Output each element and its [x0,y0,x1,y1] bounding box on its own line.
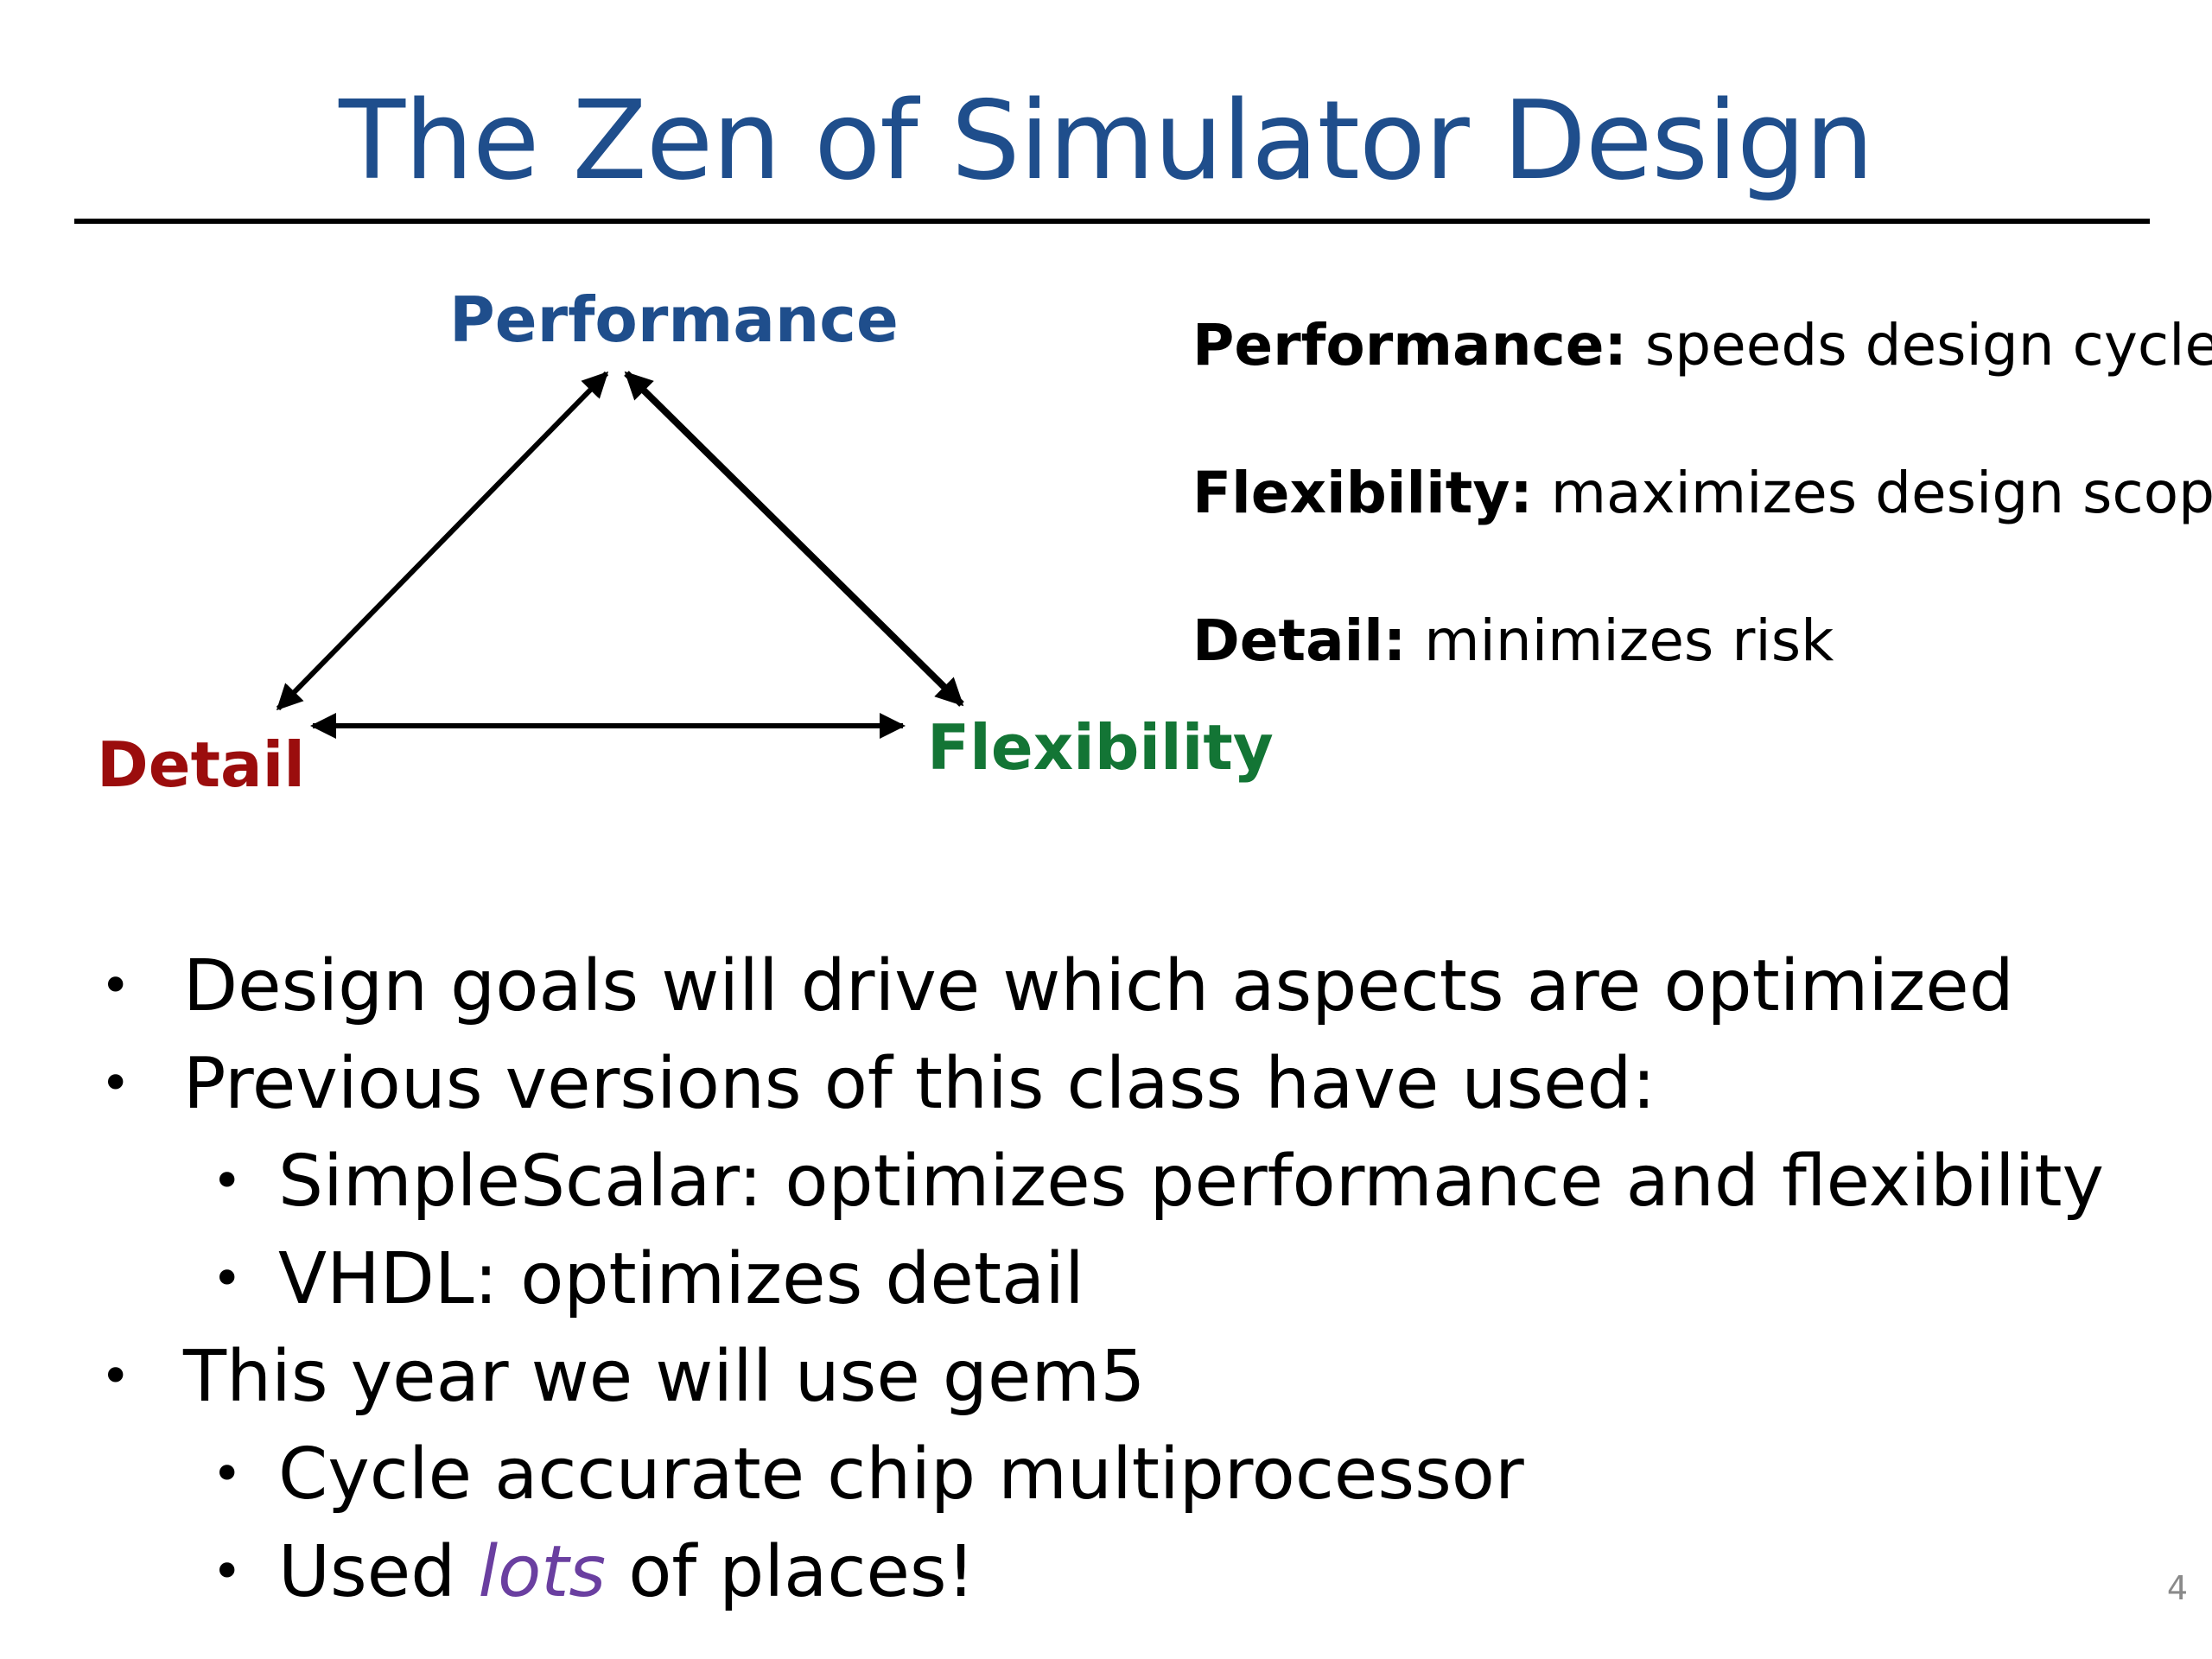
bullet-text: This year we will use gem5 [183,1336,1146,1418]
node-flexibility: Flexibility [927,711,1274,784]
arrow-performance-flexibility [624,371,964,707]
bullet-text: VHDL: optimizes detail [278,1238,1084,1320]
bullet-item: • This year we will use gem5 [95,1328,2169,1426]
sub-bullet-item: • Cycle accurate chip multiprocessor [95,1426,2169,1523]
bullet-glyph: • [212,1444,243,1504]
bullet-glyph: • [212,1249,243,1309]
bullet-text: Cycle accurate chip multiprocessor [278,1433,1524,1516]
slide-title: The Zen of Simulator Design [339,77,1874,204]
bullet-text-after: of places! [606,1531,976,1613]
definition-desc: minimizes risk [1406,607,1834,674]
definition-flexibility: Flexibility: maximizes design scope [1192,459,2212,528]
title-rule [74,219,2150,224]
bullet-item: • Previous versions of this class have u… [95,1035,2169,1133]
definition-term: Performance: [1192,312,1627,378]
bullet-text: SimpleScalar: optimizes performance and … [278,1141,2105,1223]
bullet-item: • Design goals will drive which aspects … [95,938,2169,1035]
page-number: 4 [2166,1569,2188,1607]
sub-bullet-item: • VHDL: optimizes detail [95,1230,2169,1328]
bullet-glyph: • [100,1053,131,1114]
definition-term: Flexibility: [1192,460,1533,526]
definitions-list: Performance: speeds design cycle Flexibi… [1192,311,2212,754]
sub-bullet-item: • SimpleScalar: optimizes performance an… [95,1133,2169,1230]
bullet-list: • Design goals will drive which aspects … [95,938,2169,1621]
definition-term: Detail: [1192,607,1407,674]
bullet-glyph: • [100,956,131,1016]
definition-performance: Performance: speeds design cycle [1192,311,2212,380]
bullet-glyph: • [212,1151,243,1211]
arrow-detail-performance [276,371,609,711]
bullet-text: Design goals will drive which aspects ar… [183,945,2014,1027]
bullet-glyph: • [100,1346,131,1407]
bullet-glyph: • [212,1541,243,1602]
node-detail: Detail [97,728,305,801]
bullet-text-before: Used [278,1531,479,1613]
definition-desc: maximizes design scope [1532,460,2212,526]
emphasis-lots: lots [478,1531,607,1613]
node-performance: Performance [449,283,899,356]
definition-detail: Detail: minimizes risk [1192,607,2212,676]
bullet-text: Previous versions of this class have use… [183,1043,1656,1125]
definition-desc: speeds design cycle [1626,312,2212,378]
sub-bullet-item: • Used lots of places! [95,1523,2169,1621]
